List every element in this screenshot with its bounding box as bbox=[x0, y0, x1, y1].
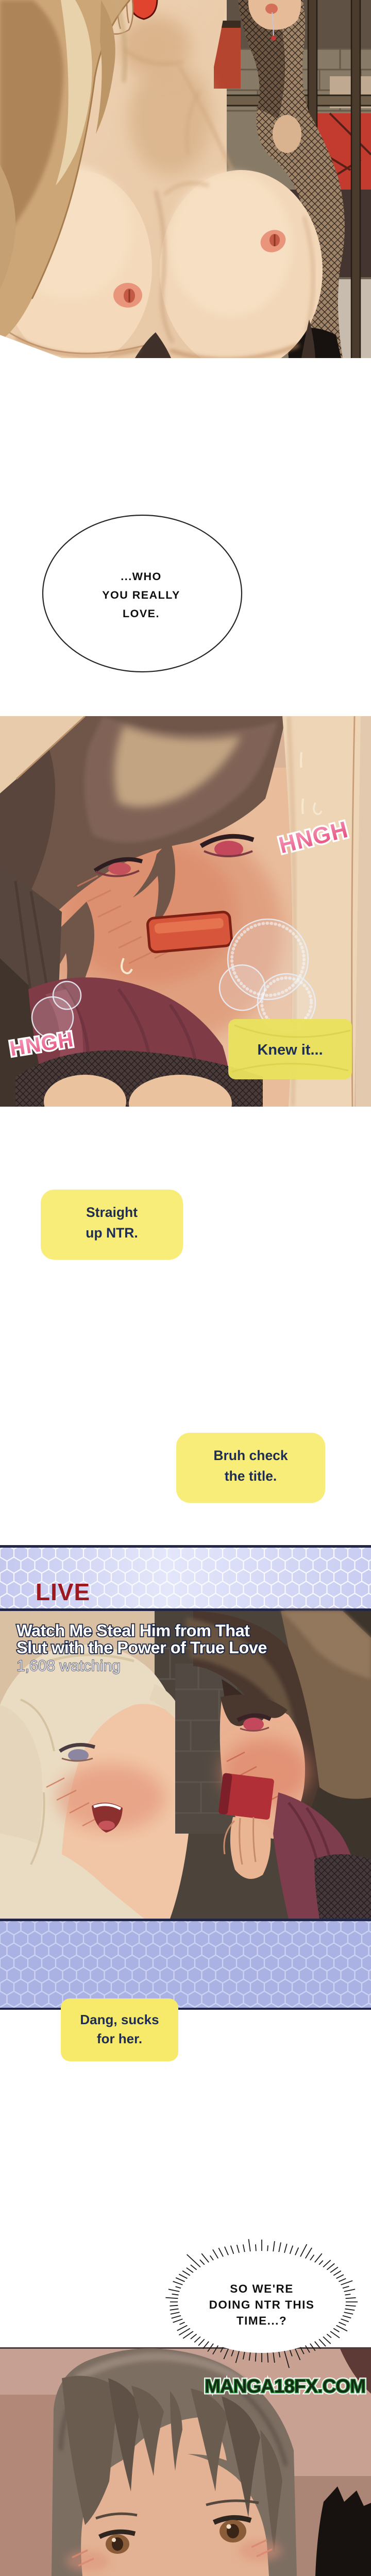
svg-text:Slut with the Power of True Lo: Slut with the Power of True Love bbox=[16, 1638, 267, 1657]
svg-text:...WHO: ...WHO bbox=[121, 570, 161, 583]
svg-text:MANGA18FX.COM: MANGA18FX.COM bbox=[205, 2376, 365, 2397]
svg-text:LIVE: LIVE bbox=[36, 1579, 90, 1605]
svg-text:Watch Me Steal Him from That: Watch Me Steal Him from That bbox=[16, 1621, 250, 1640]
svg-text:SO WE'RE: SO WE'RE bbox=[230, 2282, 294, 2295]
svg-text:LOVE.: LOVE. bbox=[123, 607, 160, 620]
svg-text:DOING NTR THIS: DOING NTR THIS bbox=[209, 2298, 315, 2311]
svg-text:Knew it...: Knew it... bbox=[257, 1042, 323, 1058]
svg-text:MANGA18FX.COM: MANGA18FX.COM bbox=[205, 2376, 365, 2397]
svg-text:1,608 watching: 1,608 watching bbox=[16, 1657, 121, 1674]
svg-text:TIME...?: TIME...? bbox=[237, 2314, 287, 2327]
svg-text:YOU REALLY: YOU REALLY bbox=[102, 589, 180, 601]
